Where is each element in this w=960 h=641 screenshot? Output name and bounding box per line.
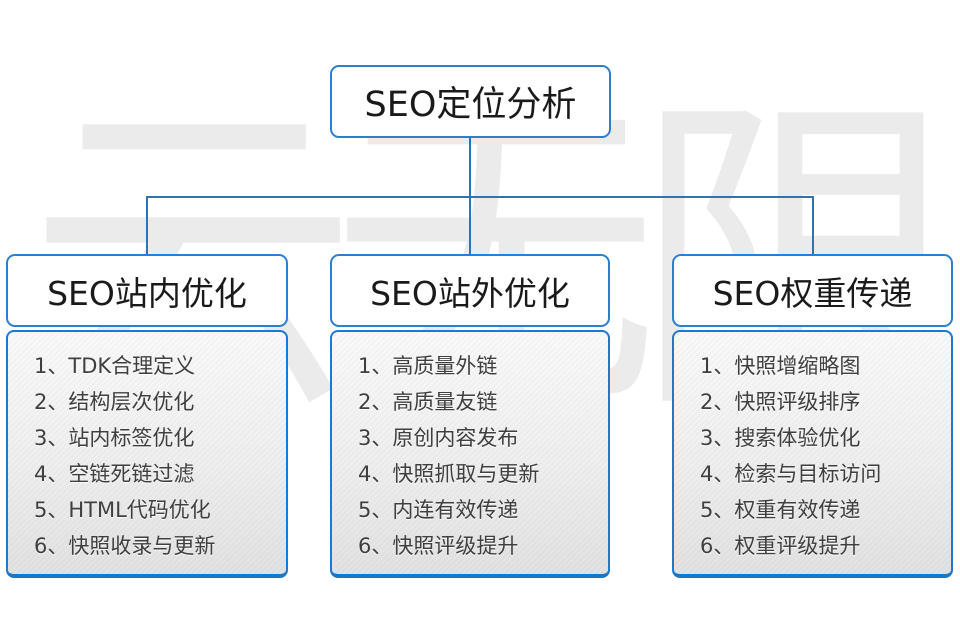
list-item: 3、站内标签优化 xyxy=(34,426,195,450)
root-node: SEO定位分析 xyxy=(330,65,611,138)
list-item: 6、快照收录与更新 xyxy=(34,534,216,558)
list-item: 6、快照评级提升 xyxy=(358,534,519,558)
list-item: 4、检索与目标访问 xyxy=(700,462,882,486)
list-item: 3、原创内容发布 xyxy=(358,426,519,450)
list-item: 4、快照抓取与更新 xyxy=(358,462,540,486)
list-panel-onsite: 1、TDK合理定义 2、结构层次优化 3、站内标签优化 4、空链死链过滤 5、H… xyxy=(6,330,288,578)
list-item: 6、权重评级提升 xyxy=(700,534,861,558)
connector-root-vertical xyxy=(469,137,471,197)
connector-right-vertical xyxy=(812,196,814,254)
connector-horizontal-spine xyxy=(146,196,814,198)
list-item: 5、内连有效传递 xyxy=(358,498,519,522)
list-item: 1、高质量外链 xyxy=(358,354,498,378)
list-item: 1、快照增缩略图 xyxy=(700,354,861,378)
list-item: 5、权重有效传递 xyxy=(700,498,861,522)
connector-middle-vertical xyxy=(469,196,471,254)
list-item: 2、高质量友链 xyxy=(358,390,498,414)
connector-left-vertical xyxy=(146,196,148,254)
column-header-offsite: SEO站外优化 xyxy=(330,254,610,327)
list-item: 2、结构层次优化 xyxy=(34,390,195,414)
list-item: 3、搜索体验优化 xyxy=(700,426,861,450)
list-panel-weight-transfer: 1、快照增缩略图 2、快照评级排序 3、搜索体验优化 4、检索与目标访问 5、权… xyxy=(672,330,953,578)
list-panel-offsite: 1、高质量外链 2、高质量友链 3、原创内容发布 4、快照抓取与更新 5、内连有… xyxy=(330,330,610,578)
list-item: 5、HTML代码优化 xyxy=(34,498,211,522)
list-item: 1、TDK合理定义 xyxy=(34,354,196,378)
list-item: 2、快照评级排序 xyxy=(700,390,861,414)
column-header-weight-transfer: SEO权重传递 xyxy=(672,254,953,327)
list-item: 4、空链死链过滤 xyxy=(34,462,195,486)
column-onsite: SEO站内优化 1、TDK合理定义 2、结构层次优化 3、站内标签优化 4、空链… xyxy=(6,254,288,584)
column-weight-transfer: SEO权重传递 1、快照增缩略图 2、快照评级排序 3、搜索体验优化 4、检索与… xyxy=(672,254,953,584)
column-header-onsite: SEO站内优化 xyxy=(6,254,288,327)
column-offsite: SEO站外优化 1、高质量外链 2、高质量友链 3、原创内容发布 4、快照抓取与… xyxy=(330,254,610,584)
